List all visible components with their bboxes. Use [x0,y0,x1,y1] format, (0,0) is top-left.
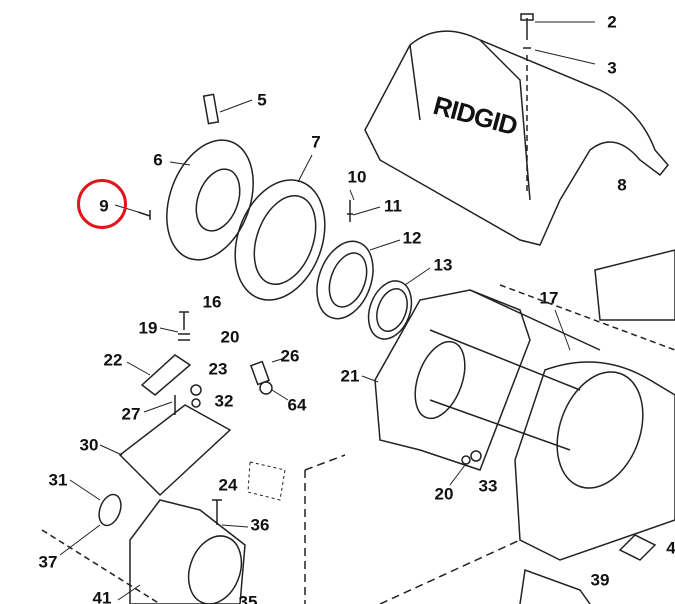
part-label-24: 24 [218,475,238,495]
part-label-33: 33 [478,476,498,496]
part-label-30: 30 [79,435,99,455]
part-label-36: 36 [250,515,270,535]
part-label-37: 37 [38,552,58,572]
part-label-39: 39 [590,570,610,590]
part-label-22: 22 [103,350,123,370]
part-label-5: 5 [257,90,267,110]
part-label-19: 19 [138,318,158,338]
part-label-21: 21 [340,366,360,386]
part-label-13: 13 [433,255,453,275]
part-label-64: 64 [287,395,307,415]
part-label-2: 2 [607,12,617,32]
part-label-11: 11 [384,196,402,216]
part-label-31: 31 [48,470,68,490]
part-label-20: 20 [220,327,240,347]
part-label-20: 20 [434,484,454,504]
part-label-4: 4 [666,538,675,558]
part-label-16: 16 [202,292,222,312]
part-label-26: 26 [280,346,300,366]
part-label-23: 23 [208,359,228,379]
part-label-10: 10 [347,167,367,187]
part-label-32: 32 [214,391,234,411]
highlight-circle-part-9 [77,179,127,229]
part-label-17: 17 [539,288,559,308]
part-label-3: 3 [607,58,617,78]
frame [374,289,531,471]
part-label-9: 9 [99,196,109,216]
part-label-12: 12 [402,228,422,248]
part-label-8: 8 [617,175,627,195]
part-label-27: 27 [121,404,141,424]
motor [129,499,246,604]
part-label-35: 35 [238,592,258,604]
cover-housing [364,30,669,246]
part-label-7: 7 [311,132,321,152]
part-label-41: 41 [92,588,112,604]
part-label-6: 6 [153,150,163,170]
